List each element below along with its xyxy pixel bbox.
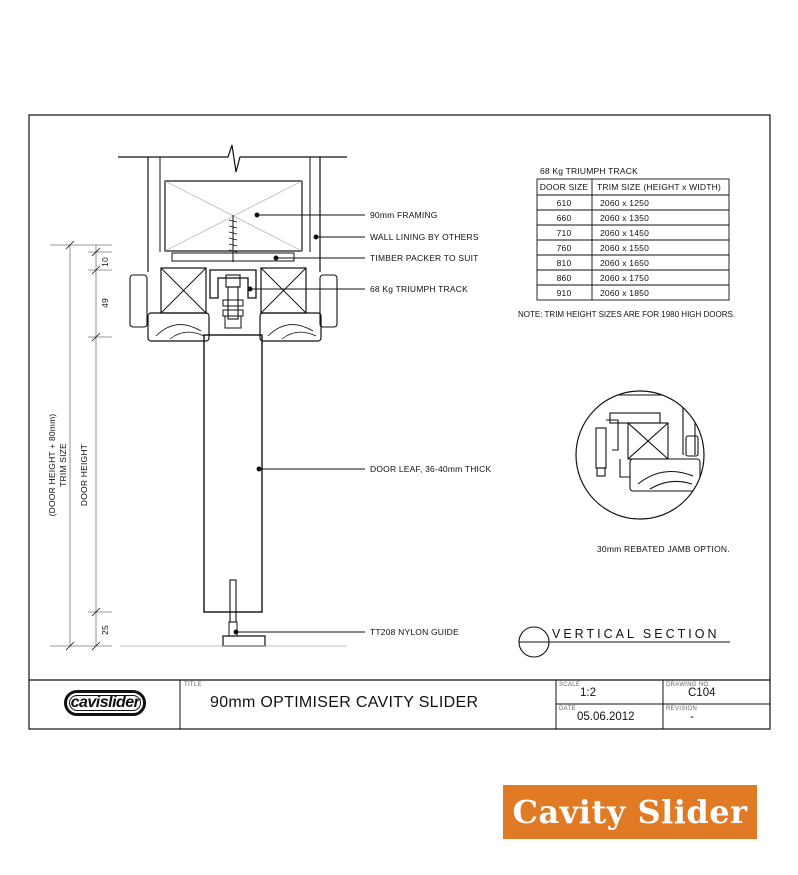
sheet-border xyxy=(28,114,771,730)
table-title: 68 Kg TRIUMPH TRACK xyxy=(540,166,638,176)
cavity-slider-badge: Cavity Slider xyxy=(503,785,757,839)
logo-text: cavislider xyxy=(70,694,140,711)
table-cell: 860 xyxy=(557,273,572,283)
revision-label: REVISION xyxy=(666,706,698,712)
title-label: TITLE xyxy=(184,682,202,688)
logo-ring xyxy=(69,695,141,711)
table-cell: 660 xyxy=(557,213,572,223)
track-table: 68 Kg TRIUMPH TRACK DOOR SIZE TRIM SIZE … xyxy=(518,166,735,319)
callout-track: 68 Kg TRIUMPH TRACK xyxy=(370,284,468,294)
table-cell: 2060 x 1550 xyxy=(600,243,649,253)
table-cell: 760 xyxy=(557,243,572,253)
table-cell: 610 xyxy=(557,198,572,208)
logo: cavislider xyxy=(64,690,146,716)
callout-packer: TIMBER PACKER TO SUIT xyxy=(370,253,479,263)
leader-lines xyxy=(233,212,365,635)
dim-track-height: 49 xyxy=(100,298,110,308)
dimension-lines xyxy=(50,240,112,651)
table-note: NOTE: TRIM HEIGHT SIZES ARE FOR 1980 HIG… xyxy=(518,310,735,319)
dim-door-height: DOOR HEIGHT xyxy=(79,444,89,506)
detail-view xyxy=(575,390,705,520)
dim-trim-formula: (DOOR HEIGHT + 80mm) xyxy=(47,414,57,517)
scale-label: SCALE xyxy=(559,682,581,688)
callout-guide: TT208 NYLON GUIDE xyxy=(370,627,459,637)
section-drawing xyxy=(118,144,347,647)
callout-framing: 90mm FRAMING xyxy=(370,210,438,220)
dim-bottom-gap: 25 xyxy=(100,625,110,635)
detail-label: 30mm REBATED JAMB OPTION. xyxy=(597,544,730,554)
callout-door-leaf: DOOR LEAF, 36-40mm THICK xyxy=(370,464,491,474)
table-cell: 910 xyxy=(557,288,572,298)
table-cell: 2060 x 1650 xyxy=(600,258,649,268)
scale-value: 1:2 xyxy=(580,687,596,699)
revision-value: - xyxy=(690,711,694,723)
table-cell: 810 xyxy=(557,258,572,268)
table-cell: 2060 x 1350 xyxy=(600,213,649,223)
drawing-no-value: C104 xyxy=(688,687,716,699)
drawing-no-label: DRAWING NO. xyxy=(666,682,711,688)
table-cell: 2060 x 1250 xyxy=(600,198,649,208)
date-label: DATE xyxy=(559,706,576,712)
table-cell: 2060 x 1750 xyxy=(600,273,649,283)
section-title: VERTICAL SECTION xyxy=(552,627,719,641)
table-header-trim-size: TRIM SIZE (HEIGHT x WIDTH) xyxy=(597,182,721,192)
table-header-door-size: DOOR SIZE xyxy=(540,182,589,192)
section-marker xyxy=(518,626,730,658)
dim-top-gap: 10 xyxy=(100,257,110,267)
table-cell: 710 xyxy=(557,228,572,238)
drawing-title: 90mm OPTIMISER CAVITY SLIDER xyxy=(210,694,479,711)
callout-wall-lining: WALL LINING BY OTHERS xyxy=(370,232,479,242)
dim-trim-size: TRIM SIZE xyxy=(58,443,68,487)
date-value: 05.06.2012 xyxy=(577,711,635,723)
table-cell: 2060 x 1850 xyxy=(600,288,649,298)
table-cell: 2060 x 1450 xyxy=(600,228,649,238)
